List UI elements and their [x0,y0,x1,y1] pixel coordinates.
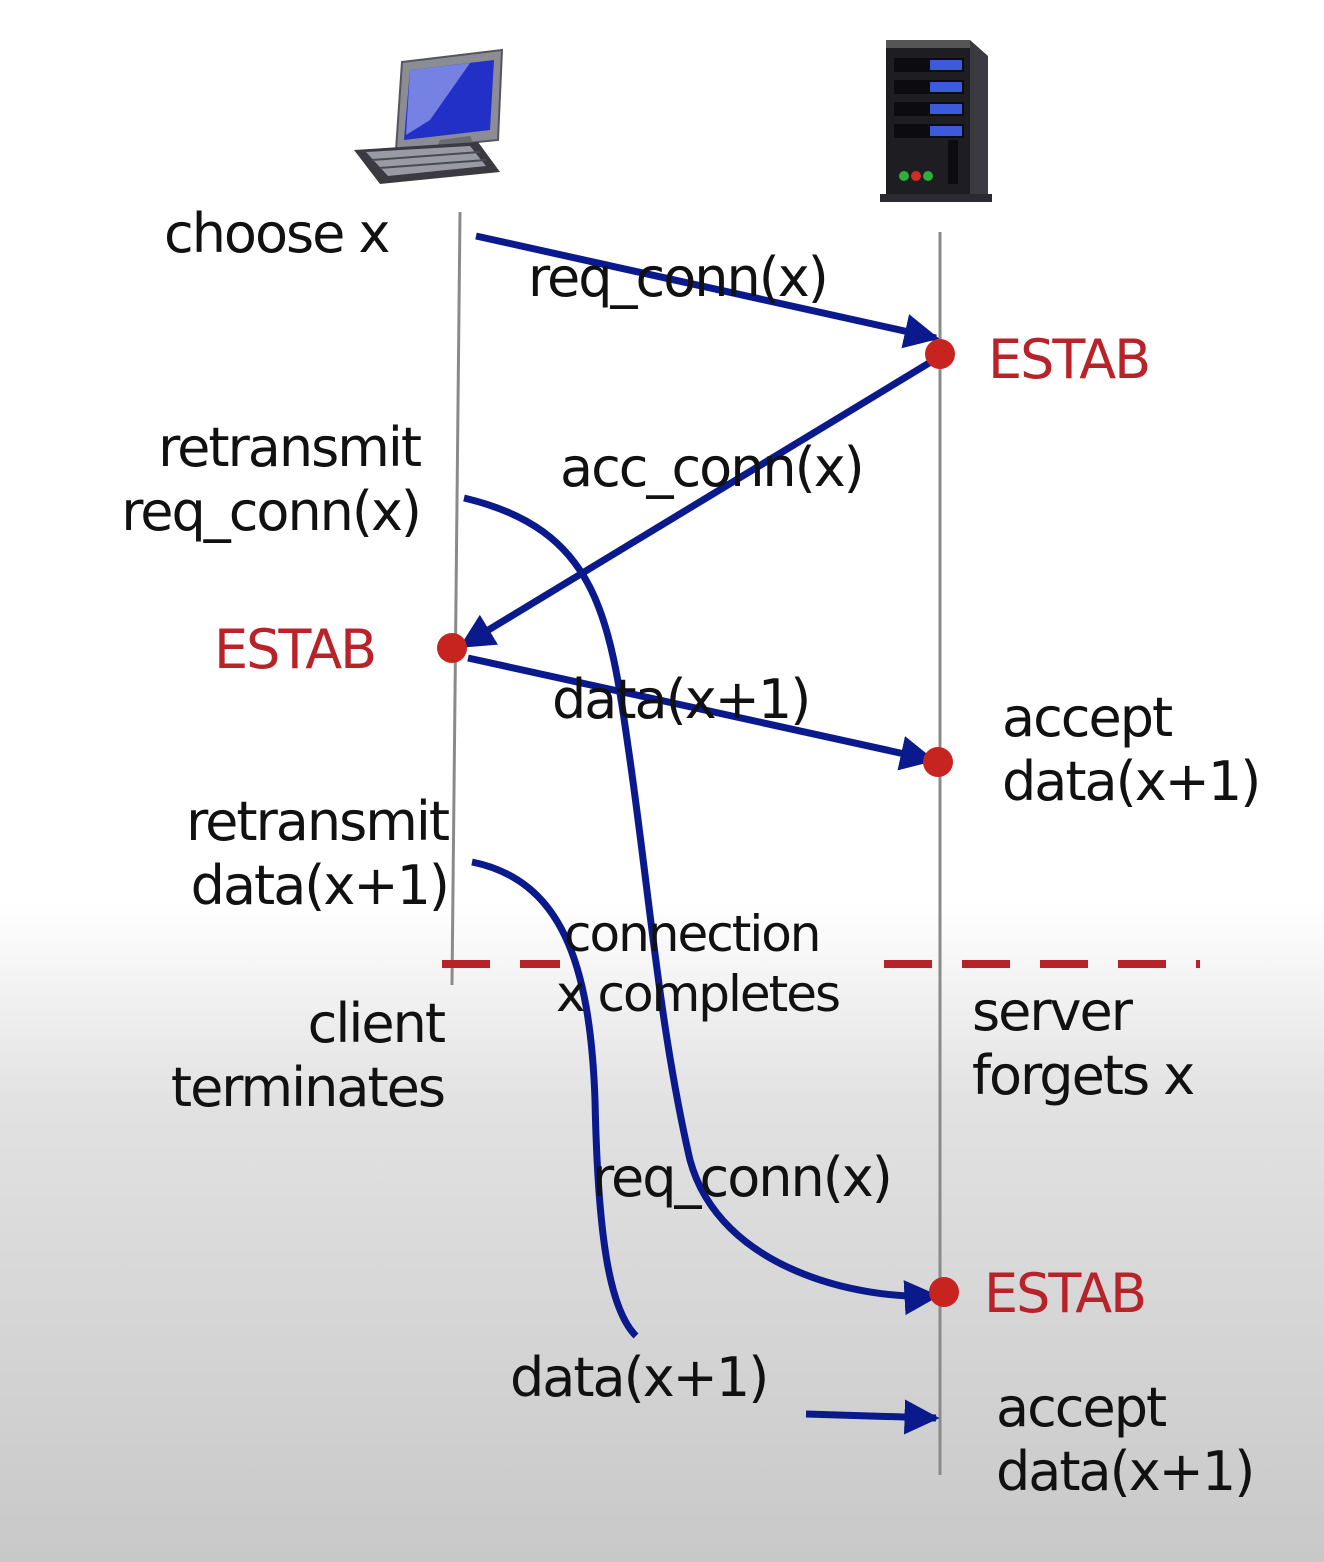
label-server-forgets-line1: server [972,980,1133,1043]
label-server-accept-2-line1: accept [996,1376,1167,1439]
label-server-accept-1: accept data(x+1) [1002,686,1261,814]
client-timeline [450,211,462,986]
message-data-2: data(x+1) [510,1346,769,1409]
arrow-req-conn-retransmit [463,494,940,1316]
label-choose-x: choose x [164,202,390,265]
label-client-terminates: client terminates [100,992,446,1120]
label-client-estab: ESTAB [214,618,377,681]
arrow-acc-conn [459,357,936,649]
arrow-data-retransmit [471,858,639,1339]
message-connection-completes-line2: x completes [556,965,841,1023]
label-retransmit-req-line2: req_conn(x) [121,480,422,543]
label-server-forgets: server forgets x [972,980,1195,1108]
dot-server-estab-2 [929,1277,959,1307]
server-tower-icon [880,40,992,202]
message-connection-completes: connection x completes [556,904,841,1024]
message-connection-completes-line1: connection [564,905,822,963]
dot-server-accept-1 [923,747,953,777]
label-server-accept-2: accept data(x+1) [996,1376,1255,1504]
desktop-computer-icon [354,48,504,184]
label-retransmit-data: retransmit data(x+1) [100,790,450,918]
label-retransmit-req-line1: retransmit [158,416,422,479]
label-retransmit-req: retransmit req_conn(x) [60,416,422,544]
arrow-data-2 [805,1399,940,1435]
arrow-req-conn-1 [475,232,940,349]
label-client-terminates-line2: terminates [170,1056,446,1119]
label-server-estab-2: ESTAB [984,1262,1147,1325]
message-req-conn-1: req_conn(x) [528,246,829,309]
label-retransmit-data-line1: retransmit [186,790,450,853]
dot-client-estab [437,633,467,663]
label-server-forgets-line2: forgets x [972,1044,1195,1107]
message-acc-conn: acc_conn(x) [560,436,865,499]
dot-server-estab-1 [925,339,955,369]
label-server-accept-1-line1: accept [1002,686,1173,749]
label-retransmit-data-line2: data(x+1) [190,854,450,917]
label-server-estab-1: ESTAB [988,328,1151,391]
label-client-terminates-line1: client [307,992,446,1055]
message-data-1: data(x+1) [552,668,811,731]
label-server-accept-2-line2: data(x+1) [996,1440,1255,1503]
message-req-conn-2: req_conn(x) [592,1146,893,1209]
arrow-data-1 [467,654,936,771]
label-server-accept-1-line2: data(x+1) [1002,750,1261,813]
